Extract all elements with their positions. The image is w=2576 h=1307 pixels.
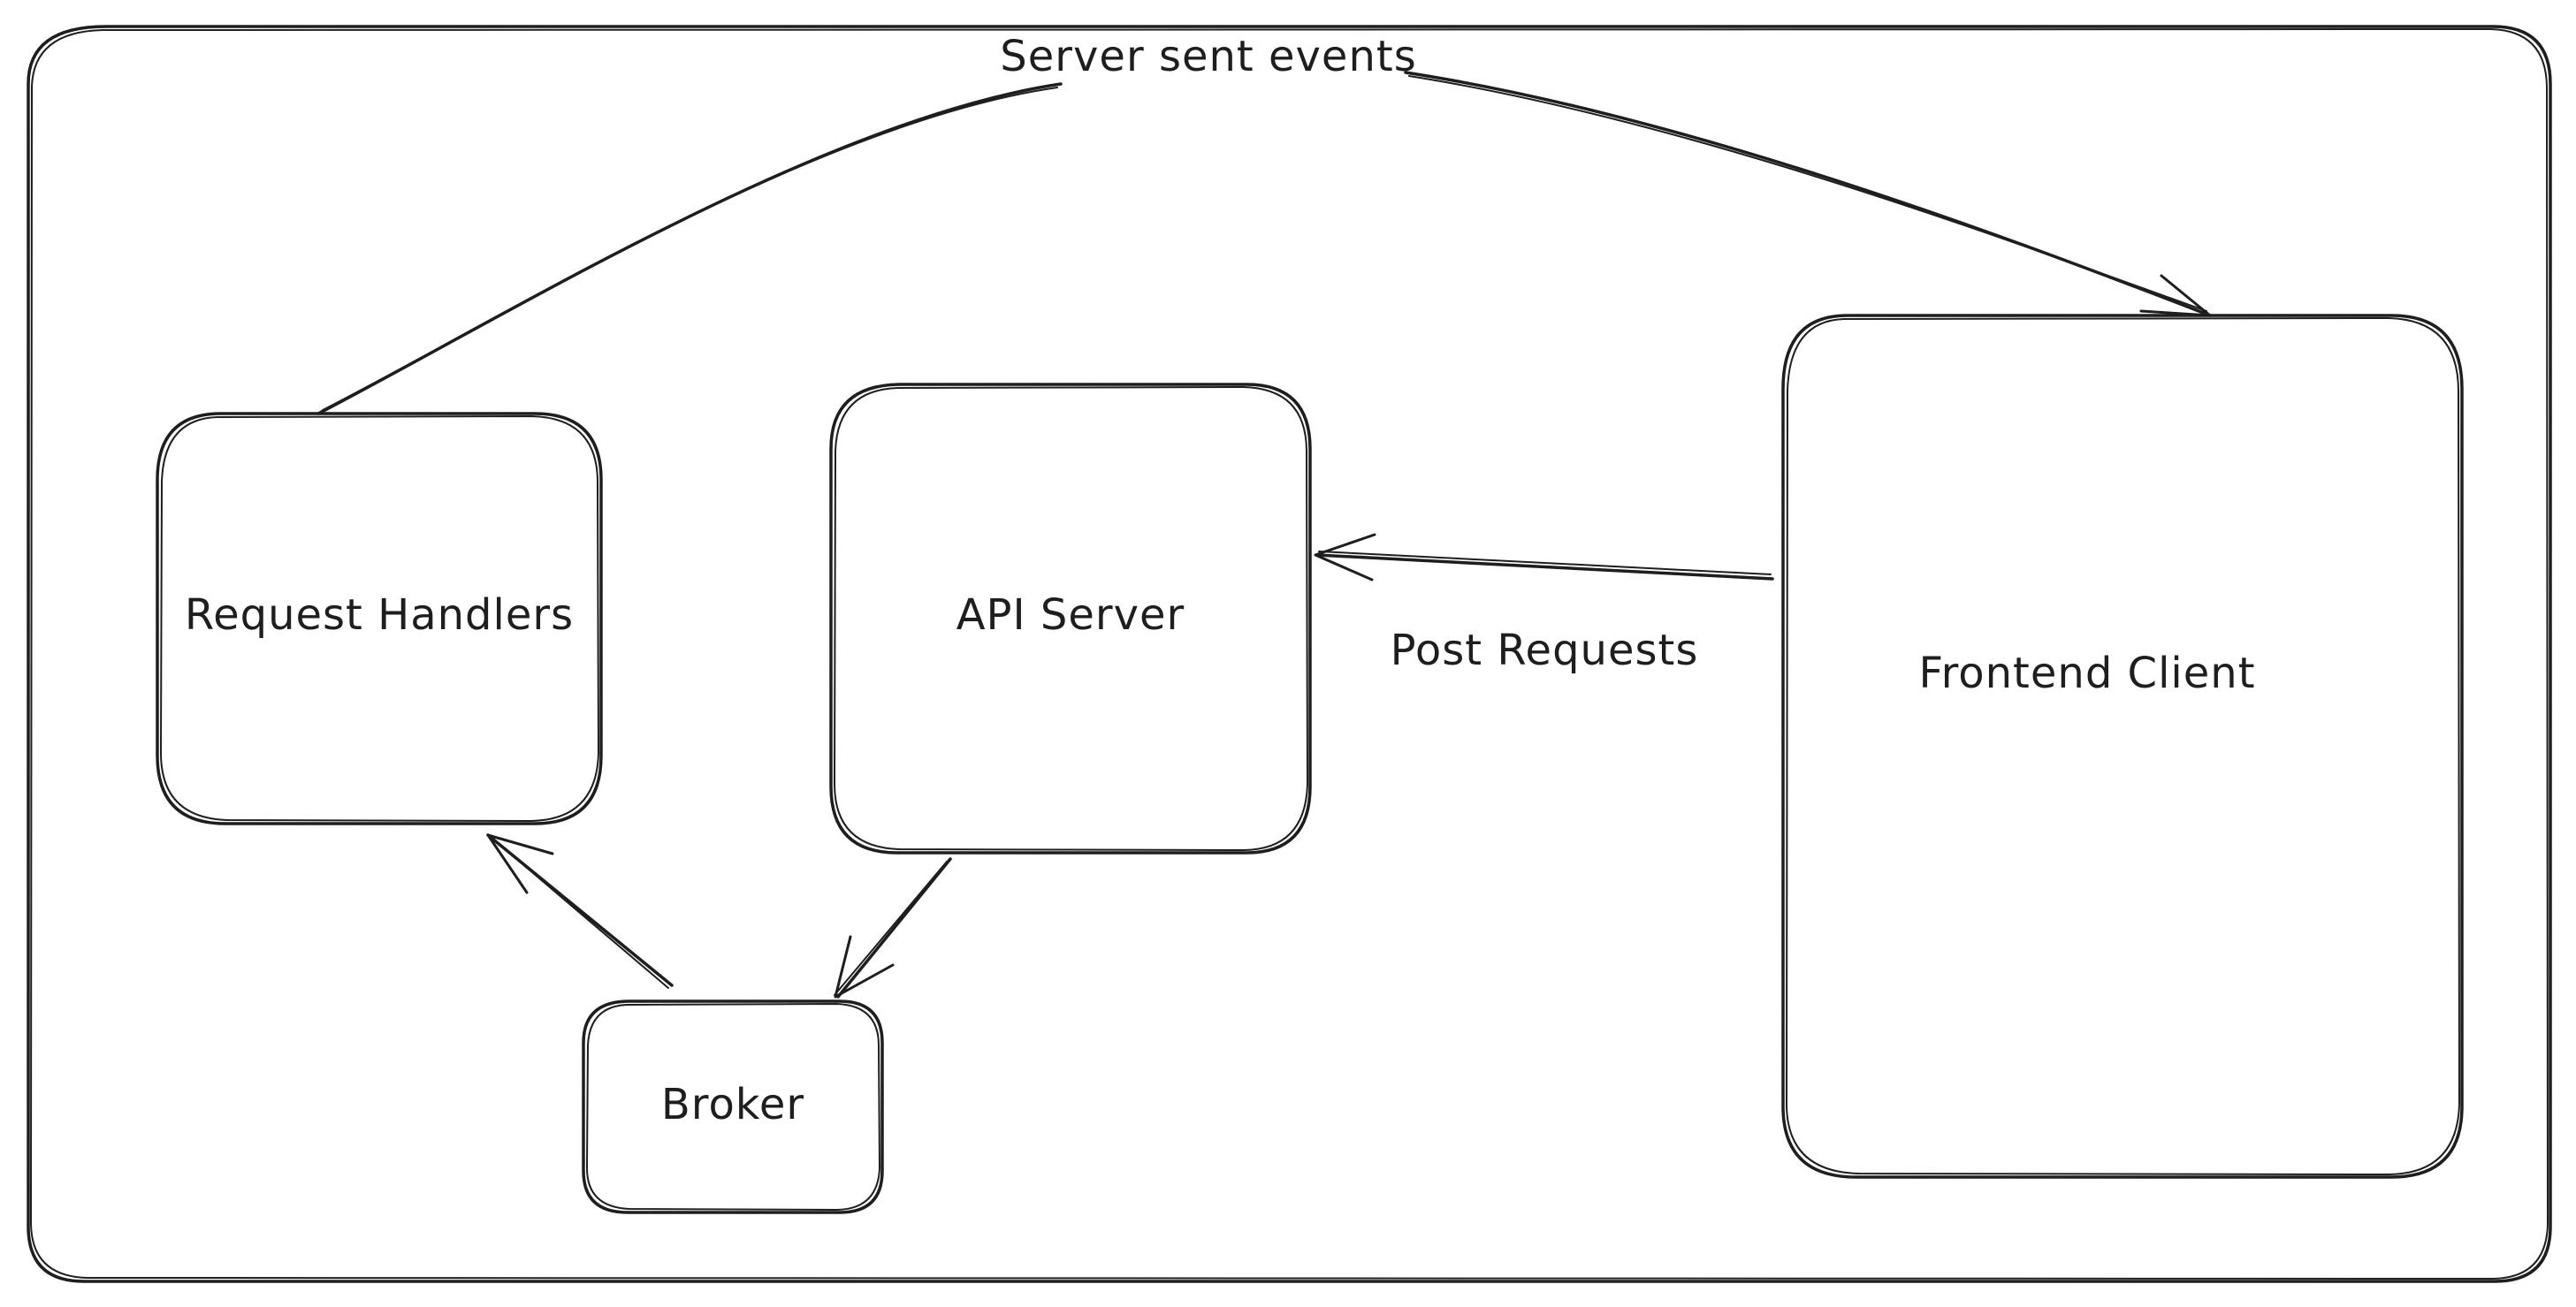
post-requests-arrow[interactable]: Post Requests — [1314, 533, 1774, 675]
broker-label: Broker — [661, 1080, 804, 1129]
frontend-client-label: Frontend Client — [1918, 649, 2255, 698]
post-requests-label: Post Requests — [1391, 626, 1699, 675]
server-sent-events-label: Server sent events — [1000, 32, 1416, 81]
outer-frame — [27, 25, 2552, 1283]
api-server-node[interactable]: API Server — [829, 383, 1312, 855]
api-to-broker-arrow[interactable] — [834, 857, 952, 999]
api-server-label: API Server — [956, 590, 1185, 640]
broker-to-handlers-arrow[interactable] — [486, 833, 674, 989]
frontend-client-node[interactable]: Frontend Client — [1781, 314, 2464, 1179]
request-handlers-label: Request Handlers — [185, 590, 574, 640]
server-sent-events-arrow[interactable]: Server sent events — [316, 32, 2212, 415]
broker-node[interactable]: Broker — [582, 999, 884, 1214]
request-handlers-node[interactable]: Request Handlers — [156, 412, 603, 825]
